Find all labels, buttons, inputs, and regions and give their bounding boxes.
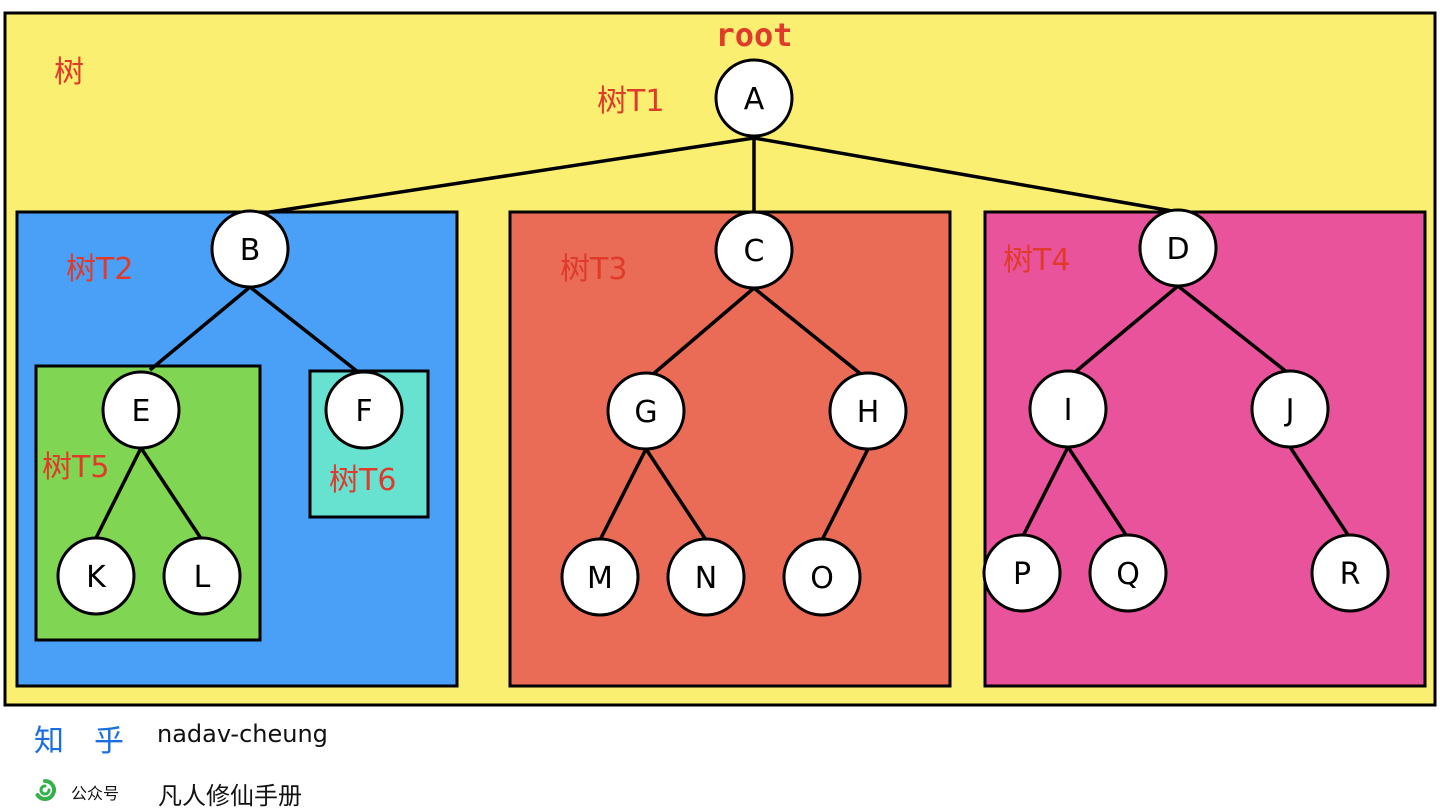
node-p-label: P: [1013, 557, 1031, 592]
edge-i-q: [1066, 446, 1130, 539]
node-b: B: [210, 209, 290, 289]
node-k: K: [56, 536, 136, 616]
subtree-t1-label: 树T1: [597, 84, 664, 119]
edge-e-l: [139, 447, 204, 541]
zhihu-username: nadav-cheung: [157, 720, 328, 748]
tree-nodes: A B C D E F G H I J K L M N O P Q R: [56, 58, 1390, 617]
node-j: J: [1250, 369, 1330, 449]
edge-g-m: [598, 448, 648, 541]
node-g: G: [606, 371, 686, 451]
edge-b-f: [248, 285, 360, 374]
node-a: A: [714, 58, 794, 138]
node-c-label: C: [744, 234, 765, 269]
gzh-label: 公众号: [71, 784, 120, 803]
node-e-label: E: [132, 394, 151, 429]
edge-a-b: [249, 136, 755, 217]
subtree-t6-label: 树T6: [329, 463, 396, 498]
node-m: M: [560, 537, 640, 617]
node-a-label: A: [744, 82, 765, 117]
node-c: C: [714, 210, 794, 290]
node-m-label: M: [587, 561, 613, 596]
node-h: H: [828, 371, 908, 451]
node-l: L: [162, 536, 242, 616]
root-label: root: [715, 16, 792, 54]
node-q: Q: [1088, 533, 1168, 613]
subtree-t3-label: 树T3: [560, 252, 627, 287]
node-k-label: K: [86, 560, 107, 595]
big-tree-label: 树: [54, 55, 84, 90]
node-j-label: J: [1284, 393, 1295, 428]
edge-a-d: [753, 136, 1179, 214]
node-d-label: D: [1166, 232, 1189, 267]
node-i-label: I: [1064, 393, 1073, 428]
node-o: O: [782, 537, 862, 617]
edge-j-r: [1288, 446, 1352, 539]
edge-g-n: [644, 448, 708, 541]
subtree-t2-label: 树T2: [66, 252, 133, 287]
edge-h-o: [820, 448, 870, 541]
edge-c-g: [650, 286, 756, 377]
edge-d-i: [1072, 284, 1180, 375]
node-r-label: R: [1340, 557, 1361, 592]
node-p: P: [982, 533, 1062, 613]
edge-d-j: [1176, 284, 1290, 375]
node-r: R: [1310, 533, 1390, 613]
node-n-label: N: [695, 561, 717, 596]
node-b-label: B: [240, 233, 261, 268]
node-i: I: [1028, 369, 1108, 449]
tree-edges: [93, 136, 1352, 541]
edge-i-p: [1020, 446, 1070, 539]
node-n: N: [666, 537, 746, 617]
node-f: F: [324, 370, 404, 450]
node-q-label: Q: [1116, 557, 1140, 592]
subtree-t4-box: [983, 210, 1427, 688]
subtree-t4-label: 树T4: [1003, 243, 1070, 278]
node-f-label: F: [355, 394, 372, 429]
zhihu-logo: 知乎: [34, 724, 154, 759]
node-e: E: [101, 370, 181, 450]
node-d: D: [1138, 208, 1218, 288]
node-l-label: L: [194, 560, 211, 595]
edge-c-h: [752, 286, 864, 377]
node-h-label: H: [857, 395, 880, 430]
wechat-icon: [35, 779, 56, 801]
edge-e-k: [93, 447, 143, 541]
edge-b-e: [148, 285, 252, 372]
node-g-label: G: [634, 395, 657, 430]
node-o-label: O: [810, 561, 834, 596]
subtree-t5-label: 树T5: [42, 450, 109, 485]
gzh-name: 凡人修仙手册: [158, 782, 302, 810]
